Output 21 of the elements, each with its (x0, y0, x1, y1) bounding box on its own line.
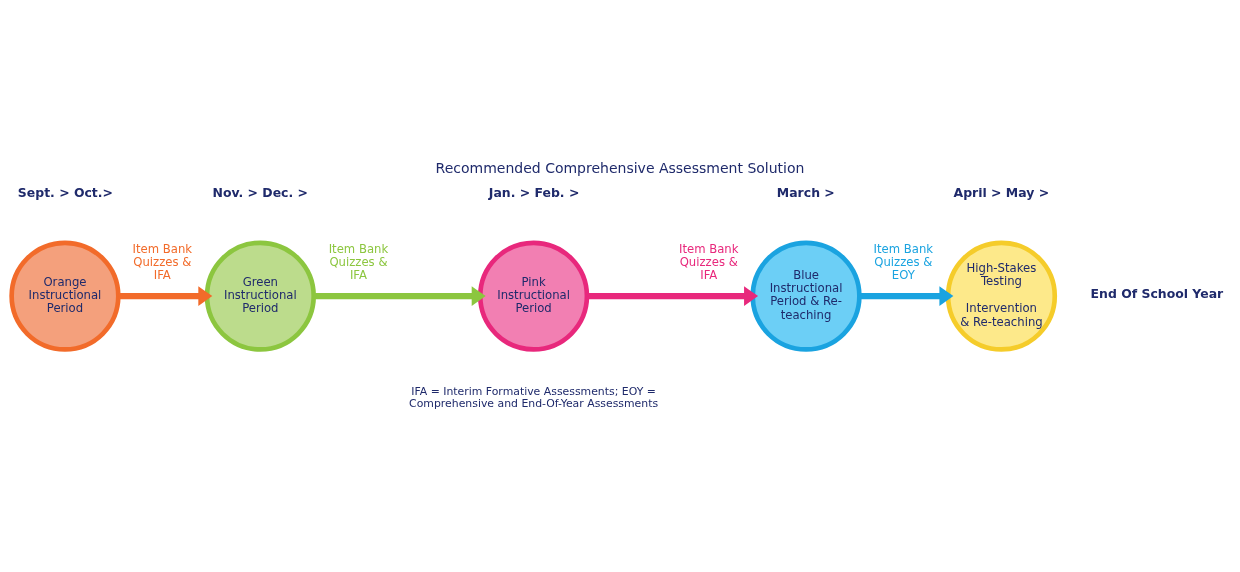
edge-label: Item Bank Quizzes & IFA (678, 241, 739, 282)
arrow (118, 286, 213, 306)
node-circle: Orange Instructional Period (9, 240, 121, 352)
arrow (313, 286, 486, 306)
edge-label: Item Bank Quizzes & IFA (328, 241, 389, 282)
node-circle: High-Stakes Testing Intervention & Re-teaching (945, 240, 1058, 352)
label: End Of School Year (1090, 286, 1224, 302)
label: March > (776, 185, 835, 201)
label: Jan. > Feb. > (488, 185, 580, 201)
caption: IFA = Interim Formative Assessments; EOY = Comprehensive and End-Of-Year Assessments (409, 385, 659, 410)
node-circle: Green Instructional Period (204, 240, 316, 352)
diagram-title: Recommended Comprehensive Assessment Solution (435, 160, 805, 177)
node-circle: Pink Instructional Period (477, 240, 590, 352)
arrow (586, 286, 759, 306)
edge-label: Item Bank Quizzes & EOY (873, 241, 934, 282)
label: Nov. > Dec. > (212, 185, 308, 201)
arrow (859, 286, 954, 306)
edge-label: Item Bank Quizzes & IFA (132, 241, 193, 282)
label: Sept. > Oct.> (17, 185, 113, 201)
node-circle: Blue Instructional Period & Re-teaching (750, 240, 862, 352)
label: April > May > (953, 185, 1050, 201)
